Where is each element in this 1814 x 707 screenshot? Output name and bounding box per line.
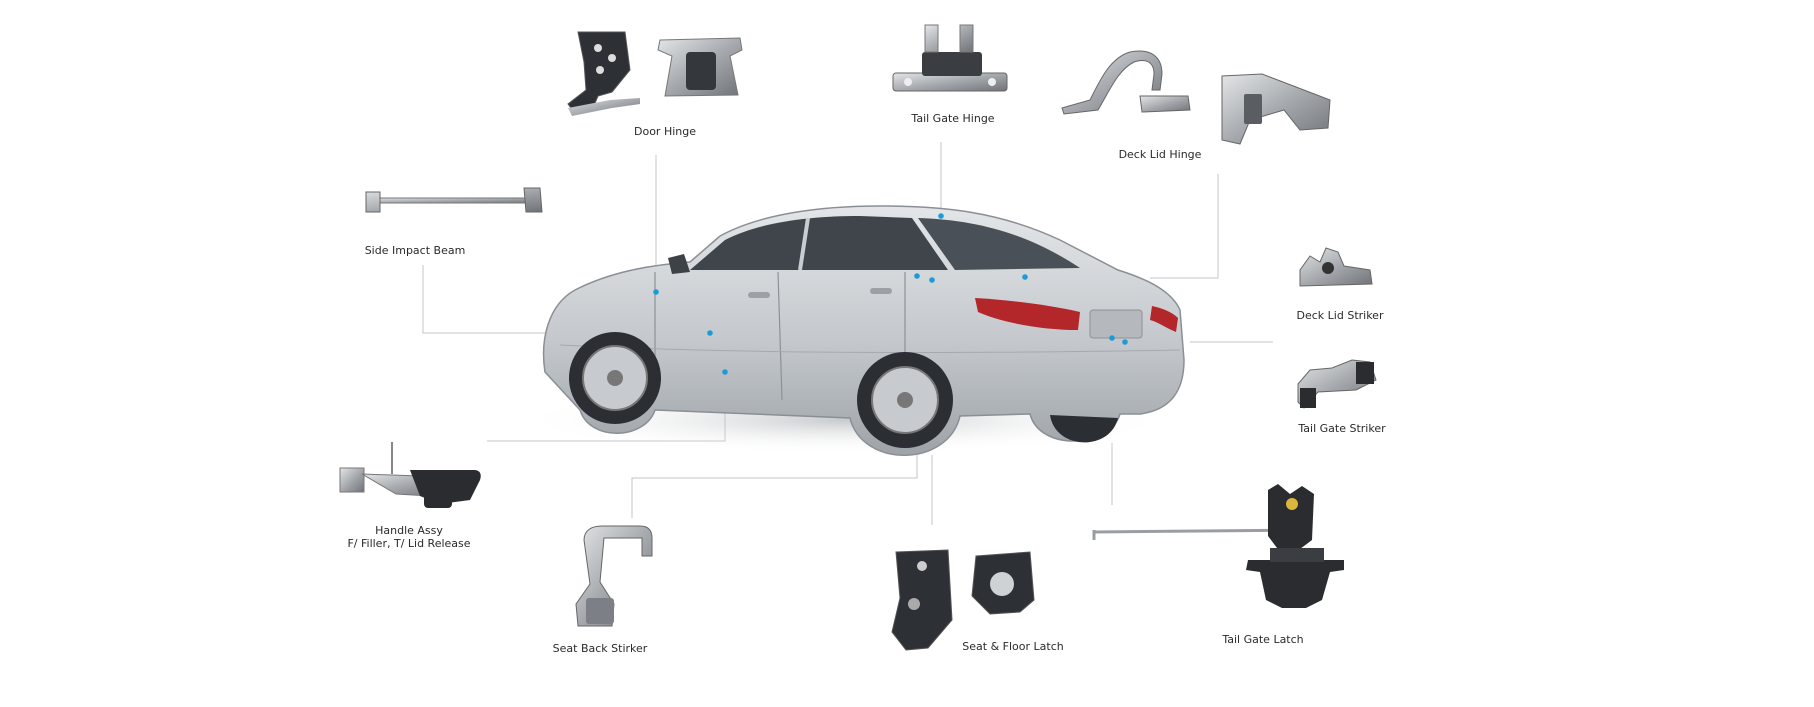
car-rear-wheel: [857, 352, 953, 448]
tail-gate-striker-part: [1297, 359, 1377, 409]
seat-floor-latch-part: [891, 549, 1035, 651]
leader-line-deck-lid-hinge: [1150, 174, 1219, 279]
label-door-hinge: Door Hinge: [634, 125, 696, 138]
label-tail-gate-striker: Tail Gate Striker: [1298, 422, 1386, 435]
leader-line-seat-back-striker: [631, 455, 918, 518]
label-handle-assy: Handle Assy F/ Filler, T/ Lid Release: [347, 524, 470, 550]
seat-back-striker-part: [575, 525, 653, 627]
label-handle-assy-line2: F/ Filler, T/ Lid Release: [347, 537, 471, 550]
label-handle-assy-line1: Handle Assy: [375, 524, 443, 537]
car-front-wheel: [569, 332, 661, 424]
car-illustration: [515, 205, 1185, 456]
tail-gate-hinge-part: [892, 24, 1008, 92]
door-hinge-part: [567, 31, 743, 116]
tail-gate-latch-part: [1092, 484, 1344, 608]
label-seat-back-striker: Seat Back Stirker: [552, 642, 648, 655]
handle-assy-part: [339, 442, 481, 508]
label-tail-gate-hinge: Tail Gate Hinge: [911, 112, 995, 125]
deck-lid-hinge-part: [1061, 50, 1331, 145]
car-windows: [690, 216, 948, 270]
car-tail-light: [975, 298, 1080, 330]
side-impact-beam-part: [365, 187, 543, 213]
label-seat-floor-latch: Seat & Floor Latch: [962, 640, 1064, 653]
label-tail-gate-latch: Tail Gate Latch: [1222, 633, 1304, 646]
label-side-impact-beam: Side Impact Beam: [364, 244, 466, 257]
deck-lid-striker-part: [1299, 247, 1373, 287]
label-deck-lid-striker: Deck Lid Striker: [1296, 309, 1384, 322]
car-hotspots: [653, 213, 1128, 375]
label-deck-lid-hinge: Deck Lid Hinge: [1118, 148, 1202, 161]
